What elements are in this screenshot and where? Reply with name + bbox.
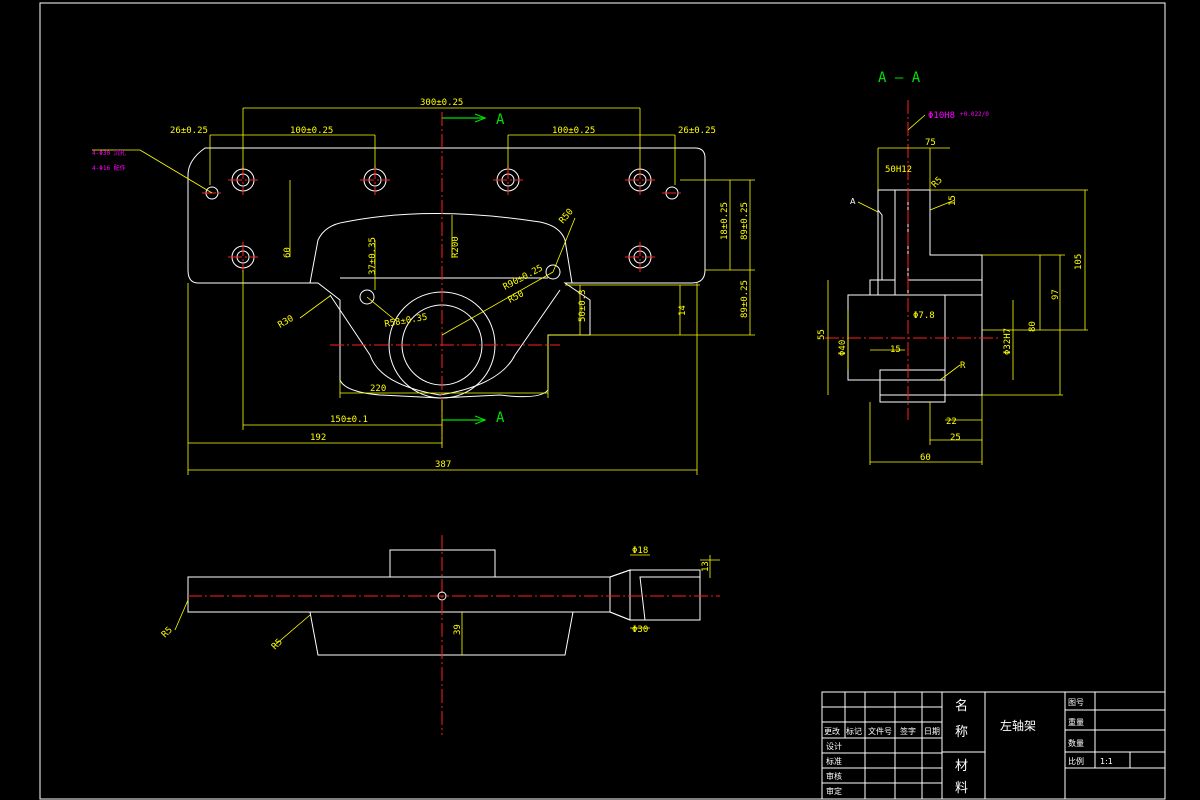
dim-60-section: 60 — [920, 453, 931, 463]
dim-89-top: 89±0.25 — [740, 202, 750, 240]
bottom-plate — [187, 569, 701, 621]
dim-R5: R5 — [930, 175, 945, 190]
dim-80: 80 — [1028, 321, 1038, 332]
dim-R200: R200 — [451, 236, 461, 258]
dim-22: 22 — [946, 417, 957, 427]
plate-outline — [187, 147, 706, 399]
dim-50: 50±0.3 — [578, 289, 588, 322]
title-block: 更改 标记 文件号 签字 日期 设计 标准 审核 审定 名 称 材 料 左轴架 … — [821, 691, 1166, 800]
dim-300: 300±0.25 — [420, 98, 463, 108]
section-title: A — A — [878, 70, 921, 86]
boss-arch — [309, 213, 573, 284]
bottom-boss — [389, 549, 496, 577]
dim-89-bottom: 89±0.25 — [740, 280, 750, 318]
dim-25: 25 — [950, 433, 961, 443]
dim-105: 105 — [1074, 254, 1084, 270]
tb-drawing-no: 图号 — [1068, 698, 1084, 707]
dim-18: 18±0.25 — [720, 202, 730, 240]
tb-weight: 重量 — [1068, 717, 1084, 727]
dim-R5-left: R5 — [160, 625, 175, 640]
tb-col-sign: 签字 — [900, 726, 916, 736]
dim-15-top: 15 — [948, 195, 958, 206]
dim-50h12: 50H12 — [885, 165, 912, 175]
tb-scale-value: 1:1 — [1100, 757, 1113, 766]
tb-name-label-2: 称 — [955, 725, 968, 740]
tb-material-label-2: 料 — [955, 781, 968, 796]
section-label-A: A — [850, 197, 856, 206]
dim-R30-left: R30 — [277, 314, 296, 331]
dim-26-right: 26±0.25 — [678, 126, 716, 136]
tb-col-doc: 文件号 — [868, 726, 892, 736]
tb-name-label-1: 名 — [955, 698, 968, 714]
tb-row-standard: 标准 — [826, 756, 842, 766]
tb-col-date: 日期 — [924, 727, 940, 736]
dim-R50-small: R50 — [507, 289, 526, 305]
dim-13: 13 — [701, 561, 711, 572]
tb-material-label-1: 材 — [955, 759, 968, 774]
tb-quantity: 数量 — [1068, 738, 1084, 748]
section-cut-markers — [442, 113, 487, 425]
dim-60: 60 — [283, 247, 293, 258]
dim-phi10-tol: +0.022/0 — [960, 111, 989, 118]
cut-label-bottom: A — [496, 410, 505, 426]
dim-phi18: Φ18 — [632, 546, 648, 556]
front-center-lines — [202, 112, 682, 445]
tb-col-zone: 标记 — [846, 726, 862, 736]
front-view: 300±0.25 26±0.25 100±0.25 100±0.25 26±0.… — [92, 98, 755, 475]
dim-phi10: Φ10H8 — [928, 111, 955, 121]
bottom-dimension-lines — [174, 554, 720, 655]
drawing-border — [39, 2, 1166, 800]
dim-97: 97 — [1051, 289, 1061, 300]
section-outline — [847, 189, 983, 403]
dim-40: Φ40 — [838, 340, 848, 356]
dim-220: 220 — [370, 384, 386, 394]
dim-phi30: Φ30 — [632, 625, 648, 635]
tb-row-check: 审核 — [826, 771, 842, 781]
dim-R5-mid: R5 — [270, 637, 285, 652]
tb-part-name: 左轴架 — [1000, 718, 1036, 733]
tb-row-approve: 审定 — [826, 786, 842, 796]
dim-phi32: Φ32H7 — [1003, 328, 1013, 355]
dim-R: R — [960, 361, 966, 371]
front-dimension-lines — [92, 107, 755, 475]
dim-150: 150±0.1 — [330, 415, 368, 425]
section-dimension-lines — [827, 114, 1088, 465]
tb-scale-label: 比例 — [1068, 756, 1084, 766]
dim-14: 14 — [678, 305, 688, 316]
note-line-1: 4-Φ30 沉孔 — [92, 149, 126, 157]
cut-label-top: A — [496, 112, 505, 128]
dim-55: 55 — [817, 329, 827, 340]
dim-387: 387 — [435, 460, 451, 470]
section-view: A — A — [817, 70, 1088, 465]
dim-100-left: 100±0.25 — [290, 126, 333, 136]
bottom-view: Φ18 13 Φ30 39 R5 R5 — [160, 535, 720, 735]
tb-col-change: 更改 — [824, 726, 840, 736]
lower-bracket — [329, 277, 561, 396]
dim-100-right: 100±0.25 — [552, 126, 595, 136]
dim-15: 15 — [890, 345, 901, 355]
dim-7: Φ7.8 — [913, 311, 935, 321]
dim-192: 192 — [310, 433, 326, 443]
dim-37: 37±0.35 — [368, 237, 378, 275]
dim-75: 75 — [925, 138, 936, 148]
tb-row-design: 设计 — [826, 741, 842, 751]
note-line-2: 4-Φ16 配作 — [92, 164, 126, 172]
dim-26-left: 26±0.25 — [170, 126, 208, 136]
dim-39: 39 — [453, 624, 463, 635]
